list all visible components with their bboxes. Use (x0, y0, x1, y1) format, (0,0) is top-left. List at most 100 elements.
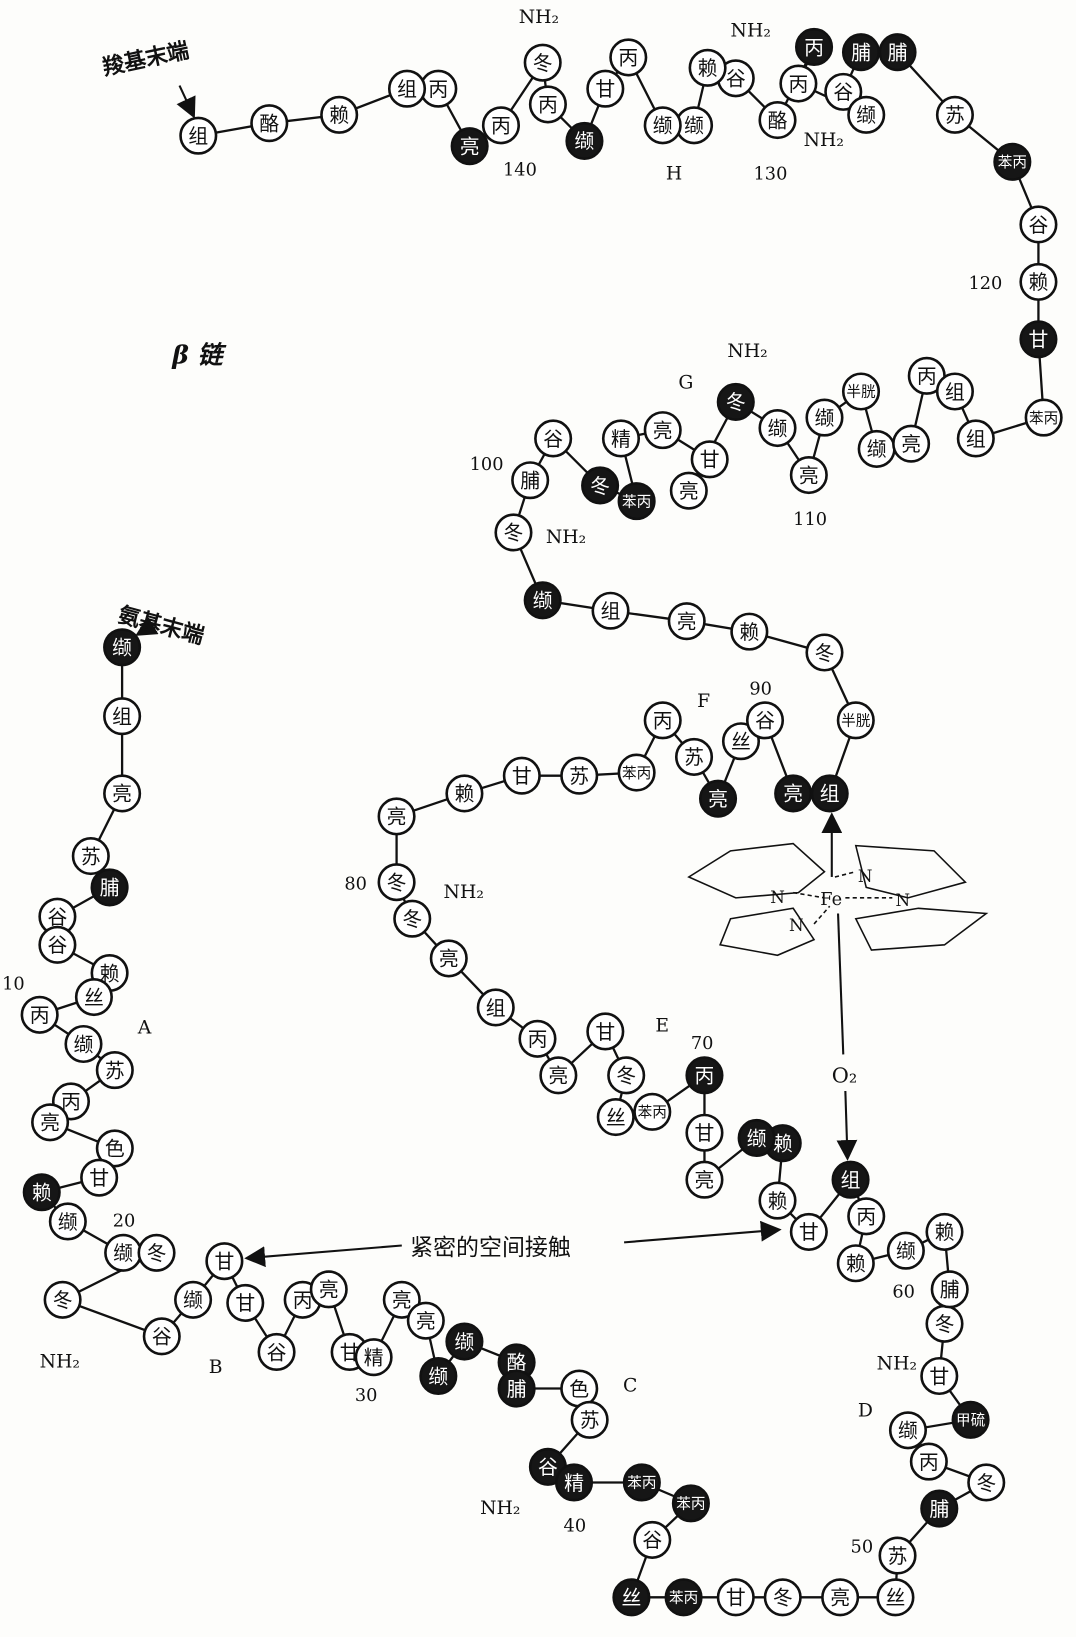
residue-label: 苯丙 (676, 1496, 705, 1513)
residue-circle (671, 1484, 710, 1523)
nh2-label: NH₂ (804, 130, 844, 151)
residue-label: 冬 (53, 1289, 73, 1312)
residue-number: 140 (503, 160, 537, 180)
residue-4: 苏 (71, 837, 110, 876)
residue-label: 色 (105, 1138, 125, 1161)
residue-circle (617, 753, 656, 792)
residue-circle (523, 581, 562, 620)
n-label: N (770, 887, 785, 907)
residue-circle (354, 1338, 393, 1377)
residue-circle (698, 779, 738, 818)
residue-label: 苏 (569, 765, 589, 788)
helix-b-label: B (209, 1357, 223, 1378)
residue-label: 苯丙 (627, 1475, 656, 1492)
n-label: N (858, 866, 873, 886)
residue-label: 冬 (533, 52, 553, 75)
residue-label: 丙 (293, 1289, 313, 1312)
residue-label: 亮 (695, 1169, 715, 1192)
residue-116: 组 (935, 372, 974, 411)
residue-circle (763, 1578, 802, 1617)
residue-134: 缬 (643, 106, 682, 145)
residue-number: 130 (754, 165, 788, 185)
residue-label: 组 (397, 78, 417, 101)
residue-circle (320, 95, 359, 134)
residue-circle (685, 1160, 724, 1199)
residue-1: 缬 (103, 628, 142, 667)
residue-49: 丝 (876, 1578, 915, 1617)
residue-label: 酪 (259, 112, 279, 135)
residue-label: 甘 (695, 1122, 715, 1145)
residue-circle (534, 419, 573, 458)
residue-circle (609, 38, 648, 77)
o2-his-arrow (836, 1090, 858, 1161)
residue-label: 冬 (590, 475, 610, 498)
residue-126: 谷 (824, 72, 863, 111)
residue-52: 冬 (967, 1463, 1006, 1502)
fe-label: Fe (820, 890, 842, 910)
residue-circle (560, 756, 599, 795)
residue-label: 甘 (214, 1250, 234, 1273)
residue-circle (48, 1202, 87, 1241)
residue-108: 冬 (716, 382, 755, 421)
residue-21: 冬 (43, 1280, 82, 1319)
residue-label: 亮 (901, 433, 921, 456)
residue-label: 赖 (698, 57, 718, 80)
residue-circle (920, 1356, 959, 1396)
residue-circle (205, 1242, 244, 1281)
residue-circle (824, 72, 863, 111)
residue-circle (497, 1369, 536, 1408)
residue-circle (993, 142, 1032, 181)
residue-140: 丙 (481, 106, 520, 145)
residue-61: 赖 (836, 1244, 875, 1283)
residue-label: 亮 (392, 1289, 412, 1312)
residue-31: 亮 (382, 1280, 421, 1319)
chain-title: β 链 (171, 339, 227, 369)
residue-label: 甘 (929, 1365, 949, 1388)
residue-label: 亮 (40, 1112, 60, 1135)
residue-circle (494, 513, 533, 552)
residue-label: 缬 (815, 407, 835, 430)
residue-label: 谷 (1029, 214, 1049, 237)
residue-label: 苏 (105, 1059, 125, 1082)
residue-label: 亮 (112, 783, 132, 806)
helix-e-label: E (655, 1015, 669, 1036)
residue-number: 50 (851, 1537, 874, 1557)
residue-label: 甘 (340, 1341, 360, 1364)
residue-circle (142, 1317, 181, 1356)
residue-109: 缬 (758, 408, 797, 448)
residue-circle (20, 995, 59, 1034)
residue-label: 组 (601, 600, 621, 623)
nh2-label: NH₂ (731, 21, 771, 42)
n-label: N (895, 890, 910, 910)
residue-label: 冬 (976, 1472, 996, 1495)
residue-12: 苏 (95, 1051, 134, 1090)
residue-139: 冬 (523, 43, 562, 82)
residue-circle (758, 1181, 797, 1220)
residue-label: 亮 (416, 1310, 436, 1333)
residue-label: 缬 (896, 1240, 916, 1263)
residue-94: 冬 (805, 633, 844, 672)
helix-g-label: G (678, 372, 693, 393)
residue-70: 丙 (685, 1056, 724, 1095)
residue-circle (1024, 398, 1063, 437)
residue-81: 亮 (377, 797, 416, 836)
residue-label: 甘 (595, 78, 615, 101)
residue-circle (1019, 320, 1058, 359)
residue-6: 谷 (38, 897, 77, 936)
residue-label: 冬 (726, 391, 746, 414)
residue-circle (523, 43, 562, 82)
residue-38: 苏 (570, 1400, 609, 1439)
residue-label: 亮 (679, 480, 699, 503)
residue-16: 甘 (80, 1158, 119, 1197)
residue-circle (309, 1270, 348, 1309)
residue-label: 谷 (47, 906, 67, 929)
residue-circle (377, 797, 416, 836)
residue-label: 组 (486, 997, 506, 1020)
residue-130: 酪 (758, 101, 797, 140)
residue-104: 精 (601, 419, 641, 458)
residue-119: 甘 (1019, 320, 1058, 359)
residue-label: 苯丙 (1029, 410, 1058, 427)
residue-label: 谷 (833, 81, 853, 104)
residue-50: 苏 (878, 1536, 917, 1575)
residue-3: 亮 (103, 774, 142, 813)
